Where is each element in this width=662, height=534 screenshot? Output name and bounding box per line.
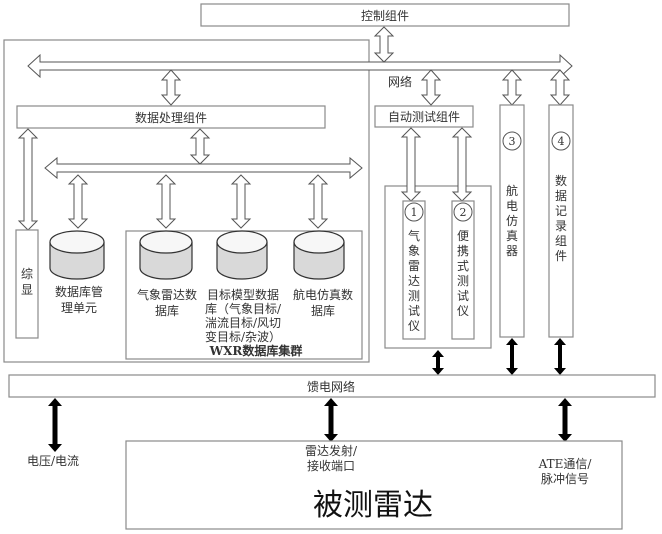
bus-auto-test-connector-arrow: [420, 69, 442, 106]
wxr-db-cluster-label: WXR数据库集群: [209, 343, 303, 358]
target-model-db-label-2: 库（气象目标/: [205, 301, 282, 316]
weather-radar-tester: 1 气 象 雷 达 测 试 仪: [402, 200, 426, 340]
avionics-sim-db-label-1: 航电仿真数: [293, 287, 353, 302]
instrument-1-label-char: 雷: [408, 259, 420, 273]
instrument-3-number-circle: [502, 131, 522, 151]
database-bus-arrow: [44, 156, 363, 180]
instrument-3-label-char: 器: [506, 244, 518, 258]
data-processing-component: 数据处理组件: [16, 105, 326, 129]
radar-port-arrow: [324, 398, 338, 442]
display-label-1: 综: [21, 267, 33, 281]
instrument-4-label-char: 组: [555, 234, 567, 248]
feed-network-label: 馈电网络: [307, 379, 355, 394]
db-management-unit-cylinder: [49, 230, 105, 280]
control-component-label: 控制组件: [361, 9, 409, 23]
avionics-sim-db-connector-arrow: [307, 174, 329, 229]
feed-network: 馈电网络: [8, 374, 656, 398]
instrument-2-label-char: 试: [457, 288, 469, 303]
display-unit: 综 显: [15, 229, 39, 339]
db-management-connector-arrow: [67, 174, 89, 229]
instrument-3-label-char: 真: [506, 229, 518, 243]
display-label-2: 显: [21, 283, 33, 297]
ate-comm-arrow: [558, 398, 572, 442]
instrument-4-label-char: 数: [555, 173, 567, 188]
auto-test-component: 自动测试组件: [374, 105, 474, 128]
instrument-1-number: 1: [411, 206, 418, 219]
weather-radar-db-connector-arrow: [155, 174, 177, 229]
avionics-simulator: 3 航 电 仿 真 器: [499, 104, 525, 338]
instrument-2-number: 2: [460, 206, 467, 219]
avionics-sim-db-label-2: 据库: [311, 303, 335, 318]
control-component: 控制组件: [200, 3, 570, 27]
instrument-2-label-char: 便: [457, 229, 469, 243]
instrument-3-label-char: 电: [506, 199, 518, 213]
instrument-1-number-circle: [404, 202, 424, 222]
instrument-3-label-char: 航: [506, 183, 518, 198]
instrument-1-label-char: 象: [408, 244, 420, 258]
instrument-2-label-char: 携: [457, 243, 469, 258]
target-model-db-label-4: 变目标/杂波）: [205, 329, 281, 344]
data-processing-label: 数据处理组件: [135, 110, 207, 125]
instrument-1-label-char: 气: [408, 228, 420, 243]
target-model-db-connector-arrow: [230, 174, 252, 229]
radar-under-test-label: 被测雷达: [313, 488, 433, 523]
instrument-2-label-char: 式: [457, 259, 469, 273]
bus-data-processing-connector-arrow: [160, 69, 182, 106]
instrument-4-label-char: 据: [555, 189, 567, 203]
weather-radar-db-label-2: 据库: [155, 303, 179, 318]
instrument-3-number: 3: [509, 135, 516, 148]
weather-radar-db-label-1: 气象雷达数: [137, 287, 197, 302]
data-recorder-feed-arrow: [554, 338, 566, 375]
instrument-1-label-char: 仪: [408, 319, 420, 333]
avionics-sim-db-cylinder: [293, 230, 345, 280]
radar-tx-rx-label-2: 接收端口: [307, 458, 355, 473]
instrument-1-label-char: 达: [408, 274, 420, 288]
db-management-label-2: 理单元: [61, 301, 97, 315]
instrument-4-number-circle: [551, 131, 571, 151]
weather-radar-db-cylinder: [139, 230, 193, 280]
control-bus-connector-arrow: [373, 26, 395, 63]
instrument-4-label-char: 件: [555, 249, 567, 263]
db-management-label-1: 数据库管: [55, 284, 103, 299]
voltage-current-label: 电压/电流: [27, 454, 79, 468]
bus-avionics-simulator-connector-arrow: [501, 69, 523, 106]
ate-comm-label-2: 脉冲信号: [541, 471, 589, 486]
data-recorder-component: 4 数 据 记 录 组 件: [548, 104, 574, 338]
instrument-4-label-char: 录: [555, 219, 567, 233]
instrument-2-number-circle: [453, 202, 473, 222]
instrument-1-label-char: 试: [408, 303, 420, 318]
network-label: 网络: [388, 74, 412, 89]
instrument-4-label-char: 记: [555, 204, 567, 218]
radar-tx-rx-label-1: 雷达发射/: [305, 443, 358, 458]
avionics-simulator-feed-arrow: [506, 338, 518, 375]
target-model-db-label-1: 目标模型数据: [207, 287, 279, 302]
instrument-3-label-char: 仿: [506, 214, 518, 228]
auto-test-label: 自动测试组件: [388, 109, 460, 124]
instrument-2-label-char: 仪: [457, 304, 469, 318]
instrument-2-label-char: 测: [457, 274, 469, 288]
network-bus-arrow: [27, 53, 573, 79]
radar-under-test: 雷达发射/ 接收端口 ATE通信/ 脉冲信号 被测雷达: [125, 440, 623, 530]
voltage-current-arrow: [48, 398, 62, 452]
instrument-1-label-char: 测: [408, 289, 420, 303]
portable-tester: 2 便 携 式 测 试 仪: [451, 200, 475, 340]
ate-comm-label-1: ATE通信/: [538, 457, 593, 471]
test-instruments-container: [384, 185, 492, 349]
target-model-db-label-3: 湍流目标/风切: [205, 316, 281, 330]
target-model-db-cylinder: [216, 230, 268, 280]
bus-data-recorder-connector-arrow: [549, 69, 571, 106]
instrument-4-number: 4: [558, 135, 565, 148]
test-instruments-feed-arrow: [432, 350, 444, 375]
